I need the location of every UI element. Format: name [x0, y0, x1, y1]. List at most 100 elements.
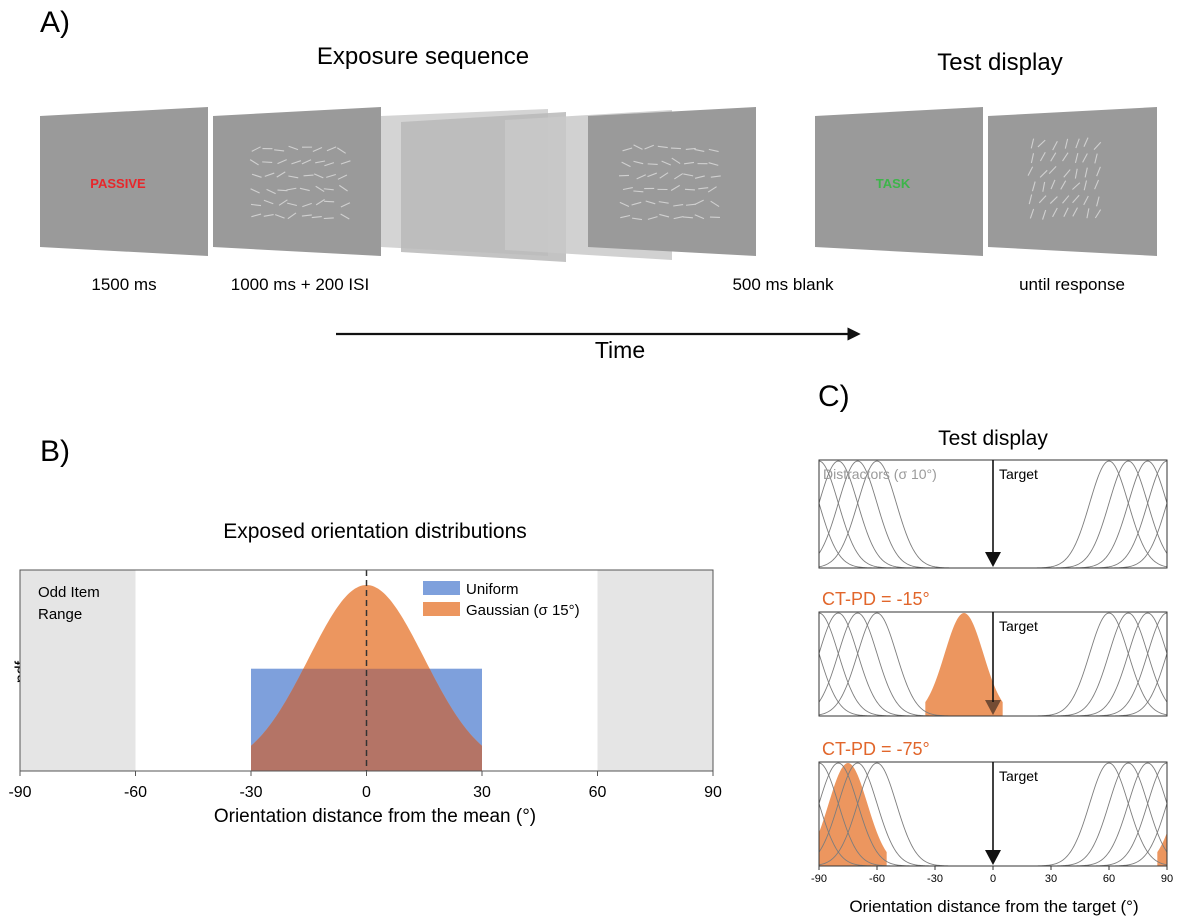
- texture-line: [337, 147, 346, 154]
- texture-line: [1074, 152, 1079, 163]
- texture-line: [315, 185, 325, 193]
- texture-line: [673, 216, 684, 220]
- odd-item-range-label: Odd Item: [38, 584, 100, 601]
- texture-line: [249, 159, 259, 166]
- texture-line: [1048, 166, 1057, 175]
- texture-line: [340, 160, 351, 165]
- texture-line: [1086, 208, 1090, 219]
- texture-line: [275, 214, 285, 219]
- texture-line: [323, 188, 334, 191]
- texture-line: [323, 217, 334, 220]
- texture-line: [274, 149, 285, 152]
- texture-line: [670, 184, 680, 191]
- distractor-curve: [1070, 460, 1167, 568]
- texture-line: [311, 216, 322, 219]
- texture-line: [674, 173, 684, 180]
- texture-line: [659, 213, 670, 218]
- texture-line: [1074, 168, 1078, 179]
- texture-line: [631, 201, 642, 206]
- texture-line: [684, 188, 695, 191]
- x-tick-label: 30: [473, 784, 491, 801]
- texture-line: [685, 147, 696, 150]
- texture-line: [619, 201, 630, 207]
- panel-a-label: A): [40, 6, 70, 39]
- panel-c-subtitle-2: CT-PD = -15°: [822, 589, 930, 609]
- texture-line: [1072, 194, 1080, 204]
- texture-line: [1062, 152, 1069, 162]
- texture-line: [1030, 153, 1035, 164]
- panel-b-title: Exposed orientation distributions: [223, 520, 527, 543]
- texture-line: [1064, 138, 1069, 149]
- texture-line: [644, 144, 655, 150]
- x-tick-label: -60: [869, 873, 885, 885]
- distractor-curve: [1108, 652, 1167, 716]
- texture-line: [1075, 138, 1080, 149]
- texture-line: [694, 148, 705, 152]
- texture-line: [287, 212, 297, 220]
- odd-item-range-label: Range: [38, 606, 82, 623]
- x-tick-label: -60: [124, 784, 147, 801]
- x-tick-label: 90: [704, 784, 722, 801]
- panel-b-label: B): [40, 435, 70, 468]
- distractor-curve: [819, 460, 916, 568]
- distractor-curve: [1108, 501, 1167, 568]
- texture-line: [622, 187, 633, 191]
- texture-line: [1031, 181, 1036, 192]
- texture-line: [340, 202, 351, 208]
- texture-line: [291, 160, 302, 165]
- texture-line: [1030, 138, 1035, 149]
- texture-line: [1093, 141, 1102, 150]
- panel-c-label: C): [818, 380, 850, 413]
- x-tick-label: 0: [990, 873, 996, 885]
- distractor-curve: [1108, 802, 1167, 866]
- texture-line: [313, 173, 324, 179]
- ct-pd-distribution: [925, 613, 1003, 716]
- distractors-label: Distractors (σ 10°): [823, 466, 937, 482]
- texture-line: [694, 199, 704, 205]
- texture-line: [324, 162, 335, 167]
- screen-task-cue: [815, 107, 983, 256]
- screen-exposure-1: [213, 107, 381, 256]
- distractor-curve: [1070, 762, 1167, 866]
- distractor-curve: [819, 501, 878, 568]
- panel-c-title: Test display: [938, 427, 1048, 450]
- x-tick-label: -90: [8, 784, 31, 801]
- distractor-curve: [819, 762, 916, 866]
- texture-line: [288, 175, 299, 179]
- legend-label-gaussian: Gaussian (σ 15°): [466, 602, 580, 619]
- texture-line: [1027, 166, 1034, 176]
- ct-pd-distribution: [819, 763, 887, 866]
- texture-line: [1039, 169, 1048, 178]
- panel-c-xlabel: Orientation distance from the target (°): [849, 897, 1138, 916]
- exposure-lines-2: [618, 144, 721, 221]
- texture-line: [1096, 196, 1100, 207]
- target-label: Target: [999, 618, 1038, 634]
- texture-line: [1042, 209, 1047, 220]
- texture-line: [694, 175, 705, 179]
- distractor-curve: [1050, 612, 1167, 716]
- texture-line: [1052, 141, 1058, 151]
- texture-line: [326, 146, 337, 152]
- panel-c-subtitle-3: CT-PD = -75°: [822, 739, 930, 759]
- duration-label-2: 1000 ms + 200 ISI: [231, 275, 369, 294]
- texture-line: [683, 161, 695, 165]
- x-tick-label: -90: [811, 873, 827, 885]
- texture-line: [698, 187, 709, 190]
- panel-a: A) Exposure sequence Test display PASSIV…: [40, 6, 1157, 363]
- duration-label-3: 500 ms blank: [732, 275, 834, 294]
- texture-line: [708, 162, 719, 166]
- texture-line: [288, 145, 299, 151]
- legend-swatch-uniform: [423, 581, 460, 595]
- texture-line: [658, 201, 669, 204]
- texture-line: [340, 213, 350, 220]
- texture-line: [251, 173, 262, 178]
- duration-label-4: until response: [1019, 275, 1125, 294]
- duration-label-1: 1500 ms: [91, 275, 156, 294]
- x-tick-label: -30: [927, 873, 943, 885]
- screen-exposure-2: [588, 107, 756, 256]
- texture-line: [708, 148, 719, 153]
- texture-line: [263, 199, 274, 205]
- texture-line: [1052, 207, 1058, 218]
